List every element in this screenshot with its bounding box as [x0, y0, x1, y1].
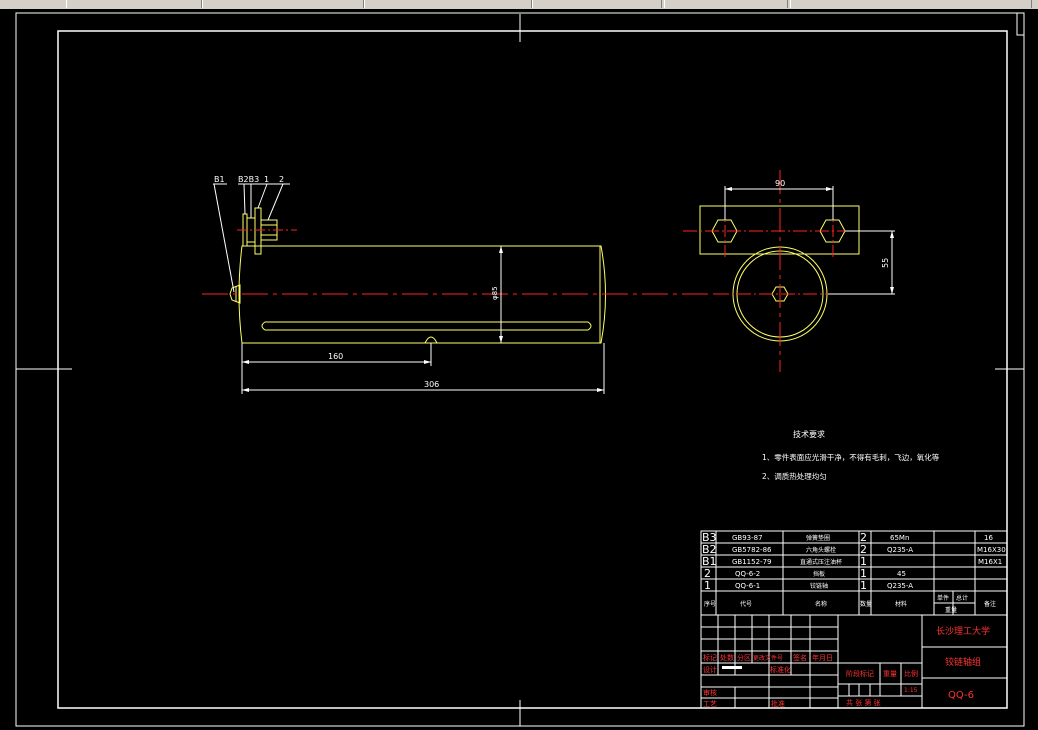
bom-name: 弹簧垫圈	[806, 534, 830, 542]
bom-name: 挡板	[813, 570, 825, 578]
cad-drawing-canvas[interactable]: B1 B2B3 1 2 160 306 φ85	[0, 9, 1038, 730]
toolbar-tab[interactable]	[202, 0, 364, 8]
bom-header: 序号 代号 名称 数量 材料 单件 总计 重量 备注	[704, 594, 996, 614]
retaining-plate	[254, 207, 262, 255]
bom-material: Q235-A	[887, 546, 913, 554]
bom-header-total: 总计	[956, 594, 968, 602]
row-design: 设计	[703, 665, 717, 674]
dim-306: 306	[424, 380, 439, 389]
bom-material: Q235-A	[887, 582, 913, 590]
oil-groove	[261, 321, 592, 331]
drawing-name: 铰链轴组	[945, 656, 981, 668]
scale-label: 比例	[904, 669, 918, 678]
side-view: 90 55	[683, 170, 895, 372]
bom-no: 1	[704, 579, 711, 592]
bom-name: 铰链轴	[810, 582, 828, 590]
bom-row: B2 GB5782-86 六角头螺栓 2 Q235-A M16X30	[702, 543, 1006, 556]
bom-row: B1 GB1152-79 直通式压注油杯 1 M16X1	[702, 555, 1002, 568]
bom-qty: 1	[860, 567, 867, 580]
weight-label: 重量	[883, 670, 897, 678]
col-date: 年月日	[812, 653, 833, 662]
toolbar-tab[interactable]	[664, 0, 788, 8]
row-approve: 批准	[771, 699, 785, 708]
bom-qty: 1	[860, 579, 867, 592]
row-standardize: 标准化	[770, 665, 791, 674]
dim-diameter: φ85	[491, 286, 499, 300]
drawing-number: QQ-6	[948, 690, 974, 701]
col-sign: 签名	[793, 653, 807, 662]
bom-header-name: 名称	[815, 600, 827, 608]
bom-spec: M16X30	[977, 546, 1006, 554]
bom-qty: 2	[860, 543, 867, 556]
front-view: B1 B2B3 1 2 160 306 φ85	[202, 175, 720, 394]
bom-code: GB1152-79	[732, 558, 771, 566]
bom-code: GB5782-86	[732, 546, 772, 554]
leader-2	[267, 183, 284, 221]
bom-material: 65Mn	[890, 534, 909, 542]
bom-header-material: 材料	[895, 600, 907, 608]
bom-header-qty: 数量	[860, 600, 872, 608]
bom-qty: 2	[860, 531, 867, 544]
bom-row: B3 GB93-87 弹簧垫圈 2 65Mn 16	[702, 531, 993, 544]
bom-row: 1 QQ-6-1 铰链轴 1 Q235-A	[704, 579, 913, 592]
row-review: 审核	[703, 688, 717, 697]
bom-qty: 1	[860, 555, 867, 568]
col-zone: 分区	[737, 653, 751, 662]
bom-no: 2	[704, 567, 711, 580]
toolbar-tab[interactable]	[790, 0, 1032, 8]
technical-requirements: 技术要求 1、零件表面应光滑干净，不得有毛刺，飞边，氧化等 2、调质热处理均匀	[762, 429, 940, 481]
balloon-b2b3: B2B3	[238, 175, 259, 184]
title-block-frame	[700, 614, 1008, 709]
bom-table: B3 GB93-87 弹簧垫圈 2 65Mn 16 B2 GB5782-86 六…	[700, 530, 1008, 616]
bom-material: 45	[897, 570, 906, 578]
bom-header-code: 代号	[740, 600, 752, 608]
toolbar-strip	[0, 0, 1038, 9]
bom-code: QQ-6-1	[735, 582, 760, 590]
bom-spec: 16	[984, 534, 993, 542]
toolbar-tab[interactable]	[66, 0, 202, 8]
col-change-doc: 更改文件号	[753, 654, 783, 662]
col-mark: 标记	[703, 653, 717, 662]
bom-no: B3	[702, 531, 717, 544]
toolbar-tab[interactable]	[364, 0, 532, 8]
balloon-1: 1	[264, 175, 269, 184]
bom-header-no: 序号	[704, 600, 716, 608]
sheet-count: 共 张 第 张	[846, 698, 881, 707]
oil-hole	[424, 336, 438, 344]
row-craft: 工艺	[703, 700, 717, 708]
stage-mark: 阶段标记	[846, 669, 874, 678]
leader-b1	[213, 183, 235, 293]
tech-line-2: 2、调质热处理均匀	[762, 471, 827, 481]
school-name: 长沙理工大学	[936, 625, 990, 637]
balloon-2: 2	[279, 175, 284, 184]
bom-header-note: 备注	[984, 600, 996, 608]
bom-spec: M16X1	[978, 558, 1002, 566]
design-signature	[722, 666, 742, 669]
scale-value: 1:15	[904, 687, 918, 694]
bom-no: B2	[702, 543, 717, 556]
shaft-body	[238, 245, 606, 344]
title-block: 长沙理工大学 铰链轴组 QQ-6 标记 处数 分区 更改文件号 签名 年月日 设…	[700, 614, 1008, 709]
tech-title: 技术要求	[793, 429, 825, 439]
dim-160: 160	[328, 352, 343, 361]
balloon-b1: B1	[214, 175, 225, 184]
leader-b2	[243, 183, 246, 215]
bom-code: GB93-87	[732, 534, 763, 542]
view-scroll-marker	[1016, 12, 1025, 36]
toolbar-tab[interactable]	[532, 0, 662, 8]
bom-name: 六角头螺栓	[806, 546, 836, 554]
bom-header-single: 单件	[937, 594, 949, 602]
dim-arrows-55	[890, 231, 894, 294]
bom-name: 直通式压注油杯	[800, 558, 842, 566]
leader-1	[257, 183, 268, 209]
bom-header-weight: 重量	[945, 606, 957, 614]
bom-no: B1	[702, 555, 717, 568]
bom-row: 2 QQ-6-2 挡板 1 45	[704, 567, 906, 580]
sheet-outer-border	[15, 12, 1025, 727]
dim-90: 90	[775, 179, 785, 188]
tech-line-1: 1、零件表面应光滑干净，不得有毛刺，飞边，氧化等	[762, 452, 940, 462]
dim-55: 55	[881, 258, 890, 268]
col-count: 处数	[720, 653, 734, 662]
bom-code: QQ-6-2	[735, 570, 760, 578]
